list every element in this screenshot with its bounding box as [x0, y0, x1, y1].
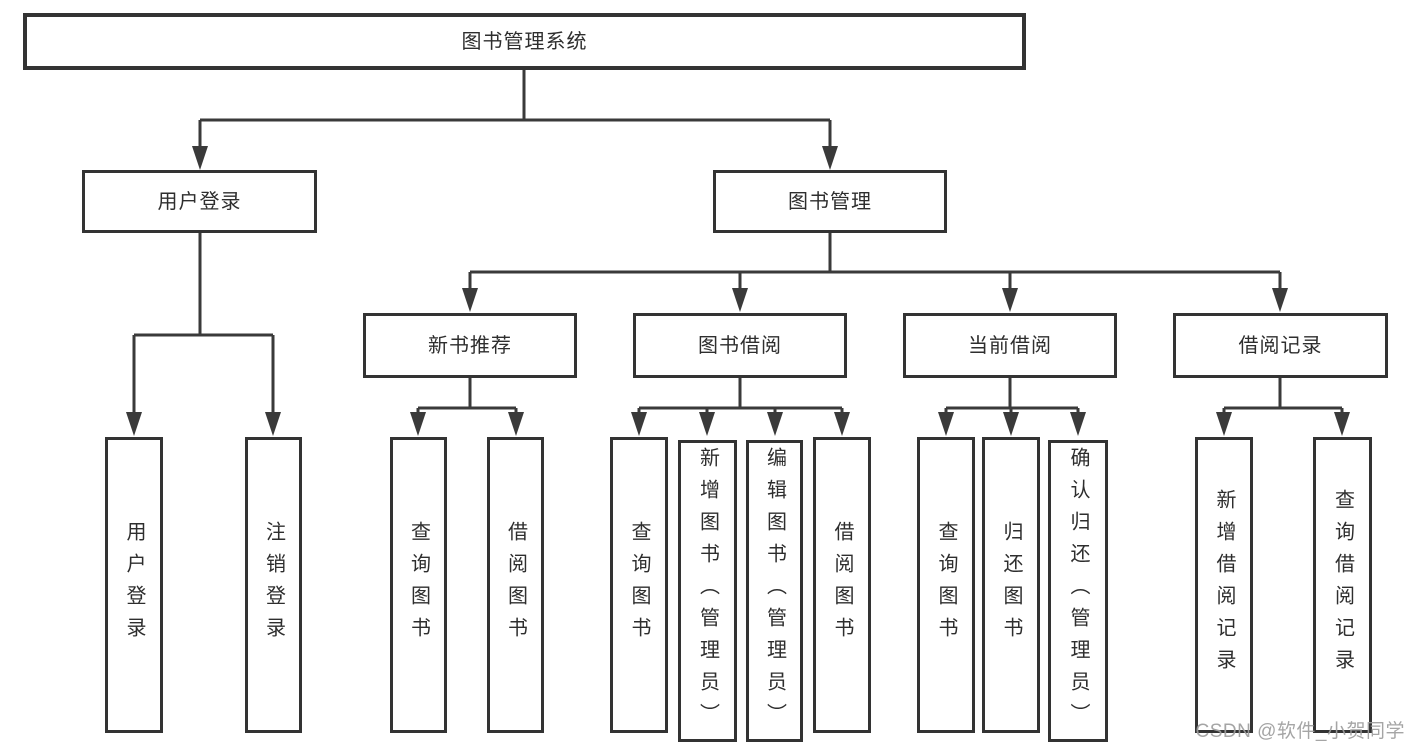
leaf-newbook-query-books: 查询图书 [390, 437, 447, 733]
leaf-borrow-borrow-books: 借阅图书 [813, 437, 871, 733]
node-label: 查询图书 [935, 521, 957, 649]
leaf-current-confirm-return-admin: 确认归还（管理员） [1048, 440, 1108, 742]
node-label: 归还图书 [1000, 521, 1022, 649]
node-book-management: 图书管理 [713, 170, 947, 233]
leaf-borrow-add-book-admin: 新增图书（管理员） [678, 440, 737, 742]
leaf-newbook-borrow-books: 借阅图书 [487, 437, 544, 733]
node-label: 查询借阅记录 [1331, 489, 1354, 681]
node-label: 编辑图书（管理员） [763, 447, 786, 735]
node-book-borrowing: 图书借阅 [633, 313, 847, 378]
leaf-user-login: 用户登录 [105, 437, 163, 733]
node-label: 图书管理系统 [461, 30, 588, 53]
leaf-borrow-edit-book-admin: 编辑图书（管理员） [746, 440, 803, 742]
node-label: 用户登录 [157, 190, 242, 213]
leaf-current-query-books: 查询图书 [917, 437, 975, 733]
node-label: 查询图书 [628, 521, 650, 649]
node-label: 用户登录 [123, 521, 145, 649]
node-new-book-recommendation: 新书推荐 [363, 313, 577, 378]
leaf-logout: 注销登录 [245, 437, 302, 733]
node-user-login: 用户登录 [82, 170, 317, 233]
leaf-records-add-record: 新增借阅记录 [1195, 437, 1253, 733]
node-label: 新增借阅记录 [1213, 489, 1235, 681]
node-label: 查询图书 [407, 521, 430, 649]
node-library-management-system: 图书管理系统 [23, 13, 1026, 70]
node-label: 图书管理 [788, 190, 872, 213]
node-label: 借阅图书 [831, 521, 853, 649]
node-label: 确认归还（管理员） [1067, 447, 1089, 735]
leaf-borrow-query-books: 查询图书 [610, 437, 668, 733]
node-current-borrowing: 当前借阅 [903, 313, 1117, 378]
node-label: 借阅图书 [504, 521, 527, 649]
node-label: 图书借阅 [698, 334, 782, 357]
node-label: 新书推荐 [428, 334, 512, 357]
node-label: 新增图书（管理员） [696, 447, 719, 735]
csdn-watermark: CSDN @软件_小贺同学 [1195, 721, 1405, 742]
node-label: 注销登录 [262, 521, 285, 649]
node-label: 当前借阅 [968, 334, 1052, 357]
leaf-records-query-record: 查询借阅记录 [1313, 437, 1372, 733]
leaf-current-return-books: 归还图书 [982, 437, 1040, 733]
node-label: 借阅记录 [1238, 334, 1323, 357]
node-borrowing-records: 借阅记录 [1173, 313, 1388, 378]
